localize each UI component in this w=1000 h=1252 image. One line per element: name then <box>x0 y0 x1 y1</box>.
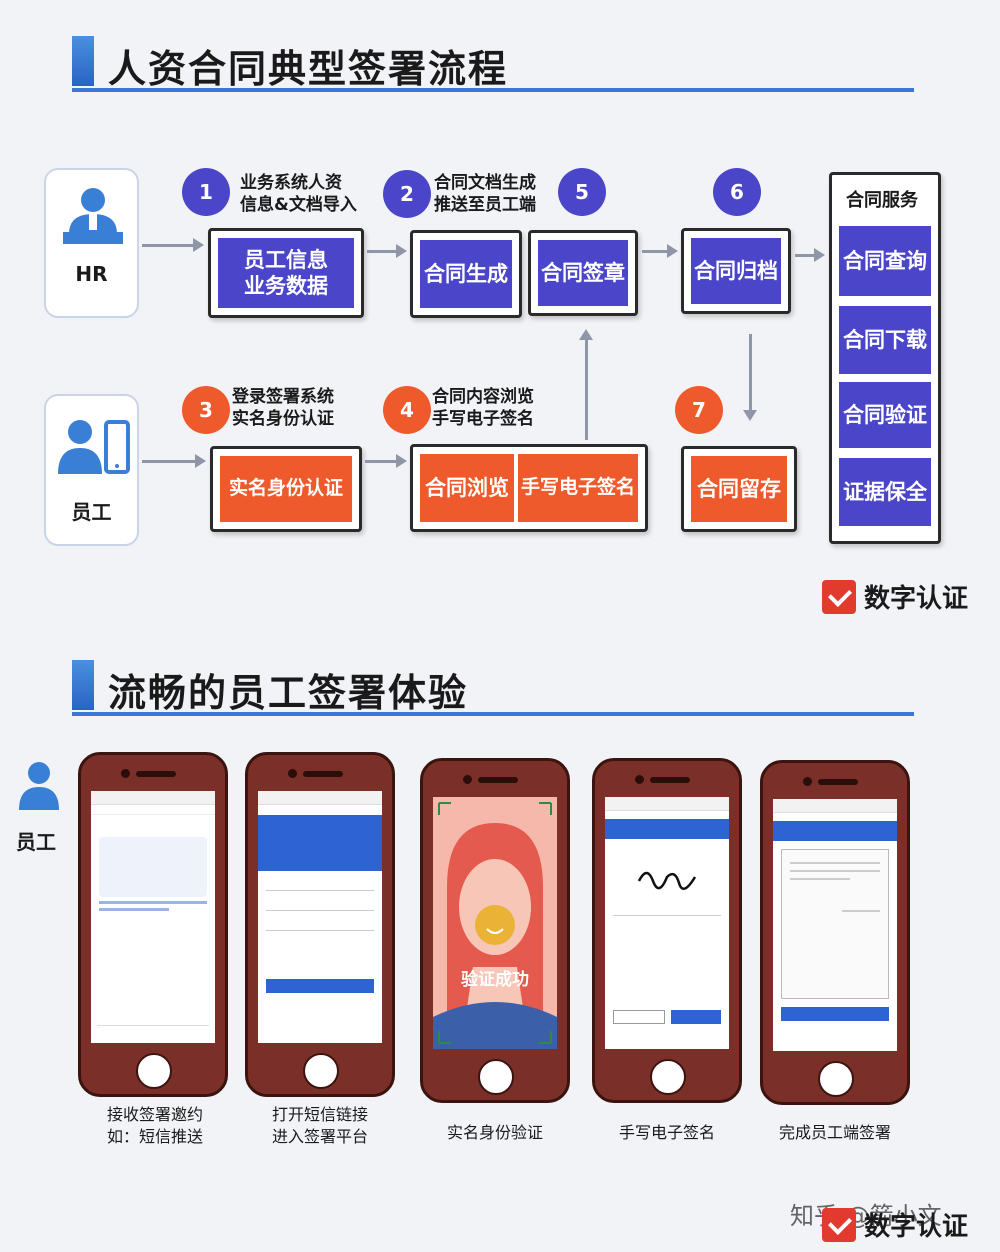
phone-screen-sms <box>91 791 215 1043</box>
arrow-employee-to-realname <box>142 454 206 468</box>
brand-logo-top: 数字认证 <box>822 578 968 615</box>
brand-check-icon <box>822 579 856 614</box>
real-name-box: 实名身份认证 <box>220 456 352 522</box>
phone-speaker <box>650 777 690 783</box>
section1-title-marker <box>72 36 94 86</box>
phone-home-button <box>136 1053 172 1089</box>
step-1-badge: 1 <box>182 168 230 216</box>
phone-speaker <box>303 771 343 777</box>
phone-speaker <box>818 779 858 785</box>
step-3-note: 登录签署系统 实名身份认证 <box>232 387 334 430</box>
arrow-hr-to-info <box>142 238 204 252</box>
employee-actor-label: 员工 <box>71 500 112 524</box>
phone-camera-icon <box>803 777 812 786</box>
caption-sms-invite: 接收签署邀约 如：短信推送 <box>106 1105 203 1146</box>
phone-screen-face: 验证成功 <box>433 797 557 1049</box>
phone-open-link <box>245 752 395 1097</box>
step-3-badge: 3 <box>182 386 230 434</box>
phone-home-button <box>650 1059 686 1095</box>
signature-stroke-icon <box>637 871 697 890</box>
employee-label-section2: 员工 <box>16 830 56 854</box>
hr-actor-card: HR <box>44 168 139 318</box>
phone-home-button <box>478 1059 514 1095</box>
phone-screen-login <box>258 791 382 1043</box>
contract-keep-box: 合同留存 <box>691 456 787 522</box>
employee-phone-icon <box>58 420 130 474</box>
step-2-badge: 2 <box>383 170 431 218</box>
phone-home-button <box>818 1061 854 1097</box>
section2-title-underline <box>72 712 914 716</box>
phone-screen-sign <box>605 797 729 1049</box>
caption-open-link: 打开短信链接 进入签署平台 <box>271 1105 368 1146</box>
section1-title: 人资合同典型签署流程 <box>108 47 509 91</box>
hr-actor-label: HR <box>75 262 108 286</box>
caption-sign-complete: 完成员工端签署 <box>778 1123 891 1142</box>
arrow-info-to-gen <box>367 244 407 258</box>
contract-gen-box: 合同生成 <box>420 240 512 308</box>
employee-actor-card: 员工 <box>44 394 139 546</box>
step-5-badge: 5 <box>558 168 606 216</box>
arrow-archive-to-service <box>795 248 825 262</box>
service-evidence-box: 证据保全 <box>839 458 931 526</box>
phone-sign-complete <box>760 760 910 1105</box>
phone-face-verify: 验证成功 <box>420 758 570 1103</box>
caption-face-verify: 实名身份验证 <box>446 1123 543 1142</box>
service-verify-box: 合同验证 <box>839 382 931 448</box>
phone-handwrite-sign <box>592 758 742 1103</box>
contract-archive-box: 合同归档 <box>691 238 781 304</box>
phone-speaker <box>136 771 176 777</box>
brand-logo-text: 数字认证 <box>864 1212 969 1242</box>
section2-title-marker <box>72 660 94 710</box>
brand-logo-text: 数字认证 <box>864 584 969 614</box>
phone-speaker <box>478 777 518 783</box>
face-avatar-icon <box>433 797 557 1049</box>
step-2-note: 合同文档生成 推送至员工端 <box>434 173 536 216</box>
phone-camera-icon <box>121 769 130 778</box>
brand-logo-bottom: 数字认证 <box>822 1206 968 1243</box>
section2-title: 流畅的员工签署体验 <box>108 671 469 715</box>
brand-check-icon <box>822 1207 856 1242</box>
contract-seal-box: 合同签章 <box>538 240 628 306</box>
phone-camera-icon <box>463 775 472 784</box>
zhihu-watermark: 知乎 @箭小文 <box>790 1202 942 1230</box>
section1-title-underline <box>72 88 914 92</box>
phone-sms-invite <box>78 752 228 1097</box>
phone-camera-icon <box>635 775 644 784</box>
contract-browse-box: 合同浏览 <box>420 454 514 522</box>
caption-handwrite-sign: 手写电子签名 <box>618 1123 715 1142</box>
phone-screen-contract <box>773 799 897 1051</box>
arrow-seal-to-archive <box>642 244 678 258</box>
employee-person-icon <box>19 762 59 810</box>
arrow-sign-to-seal <box>579 329 593 440</box>
phone-home-button <box>303 1053 339 1089</box>
step-7-badge: 7 <box>675 386 723 434</box>
handwrite-sign-box: 手写电子签名 <box>518 454 638 522</box>
step-4-note: 合同内容浏览 手写电子签名 <box>432 387 534 430</box>
service-query-box: 合同查询 <box>839 226 931 296</box>
step-1-note: 业务系统人资 信息&文档导入 <box>240 173 357 216</box>
contract-services-title: 合同服务 <box>846 190 918 211</box>
phone-camera-icon <box>288 769 297 778</box>
arrow-archive-to-keep <box>743 334 757 421</box>
verify-success-text: 验证成功 <box>461 970 529 990</box>
arrow-realname-to-browse <box>365 454 407 468</box>
step-6-badge: 6 <box>713 168 761 216</box>
employee-info-box: 员工信息 业务数据 <box>218 238 354 308</box>
service-download-box: 合同下载 <box>839 306 931 374</box>
hr-person-icon <box>63 188 123 244</box>
step-4-badge: 4 <box>383 386 431 434</box>
